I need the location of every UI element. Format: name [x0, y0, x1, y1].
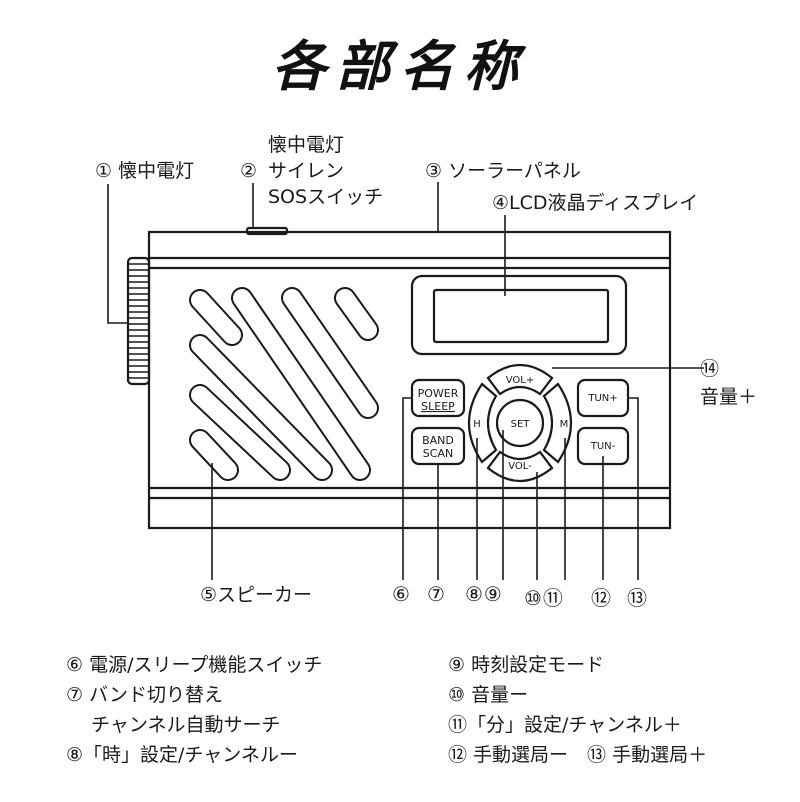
- speaker-grill: [189, 287, 379, 481]
- label-sos-switch: 懐中電灯 サイレン SOSスイッチ: [268, 132, 383, 210]
- label-lcd: ④LCD液晶ディスプレイ: [492, 192, 699, 214]
- speaker-slot-inner: [191, 336, 331, 479]
- num-13: ⑬: [627, 586, 648, 610]
- voldown-label: VOL-: [508, 461, 532, 472]
- leader-1: [107, 184, 128, 324]
- legend-item-9: ⑨ 時刻設定モード: [448, 654, 605, 676]
- m-label: M: [560, 419, 569, 430]
- lcd-frame: [410, 274, 628, 356]
- legend-item-7: ⑦ バンド切り替え: [66, 684, 224, 706]
- num-10-11: ⑩⑪: [524, 586, 564, 610]
- lcd-screen: [432, 288, 610, 344]
- m-button: [542, 382, 573, 464]
- label-solar-panel: ③ ソーラーパネル: [425, 160, 581, 182]
- num-7: ⑦: [427, 582, 446, 606]
- legend-item-12-13: ⑫ 手動選局ー ⑬ 手動選局＋: [448, 744, 708, 766]
- speaker-slot-inner: [336, 289, 377, 339]
- page-title: 各部名称: [272, 35, 528, 98]
- legend-item-11: ⑪「分」設定/チャンネル＋: [448, 714, 682, 736]
- legend-item-7-cont: チャンネル自動サーチ: [66, 714, 281, 736]
- volup-button: [486, 364, 554, 396]
- label-speaker: ⑤スピーカー: [200, 584, 313, 606]
- volup-label: VOL+: [506, 375, 535, 386]
- speaker-slot-inner: [191, 431, 237, 479]
- voldown-button: [486, 450, 554, 482]
- num-8-9: ⑧⑨: [465, 582, 503, 606]
- band-label: BAND: [422, 434, 454, 447]
- num-6: ⑥: [392, 582, 411, 606]
- label-sos-line-1: 懐中電灯: [268, 134, 345, 156]
- legend-item-8: ⑧「時」設定/チャンネルー: [66, 744, 298, 766]
- legend-right: ⑨ 時刻設定モード ⑩ 音量ー ⑪「分」設定/チャンネル＋ ⑫ 手動選局ー ⑬ …: [448, 650, 707, 770]
- tunup-label: TUN+: [587, 393, 617, 404]
- scan-label: SCAN: [423, 447, 453, 460]
- speaker-slot-inner: [191, 386, 289, 479]
- sos-switch: [245, 226, 289, 236]
- speaker-slot-inner: [283, 289, 377, 417]
- tundown-label: TUN-: [590, 441, 616, 452]
- flashlight-knob: [126, 256, 151, 386]
- legend-item-6: ⑥ 電源/スリープ機能スイッチ: [66, 654, 323, 676]
- h-label: H: [473, 419, 481, 430]
- num-12: ⑫: [591, 586, 612, 610]
- sleep-label: SLEEP: [421, 400, 455, 413]
- leader-13: [628, 397, 639, 580]
- label-volup-number: ⑭: [700, 358, 720, 380]
- set-label: SET: [511, 419, 531, 430]
- label-sos-line-2: サイレン: [268, 160, 345, 182]
- knob-ridges: [128, 263, 149, 379]
- set-button: [495, 398, 545, 448]
- label-volup-text: 音量＋: [700, 386, 758, 408]
- leader-6: [402, 397, 412, 580]
- label-sos-line-3: SOSスイッチ: [268, 186, 384, 208]
- speaker-slot-inner: [191, 291, 241, 344]
- label-sos-number: ②: [240, 160, 258, 182]
- speaker-slot-inner: [233, 289, 369, 479]
- legend-left: ⑥ 電源/スリープ機能スイッチ ⑦ バンド切り替え チャンネル自動サーチ ⑧「時…: [66, 650, 322, 770]
- legend-item-10: ⑩ 音量ー: [448, 684, 529, 706]
- power-label: POWER: [418, 387, 459, 400]
- h-button: [467, 382, 498, 464]
- label-flashlight: ① 懐中電灯: [95, 160, 195, 182]
